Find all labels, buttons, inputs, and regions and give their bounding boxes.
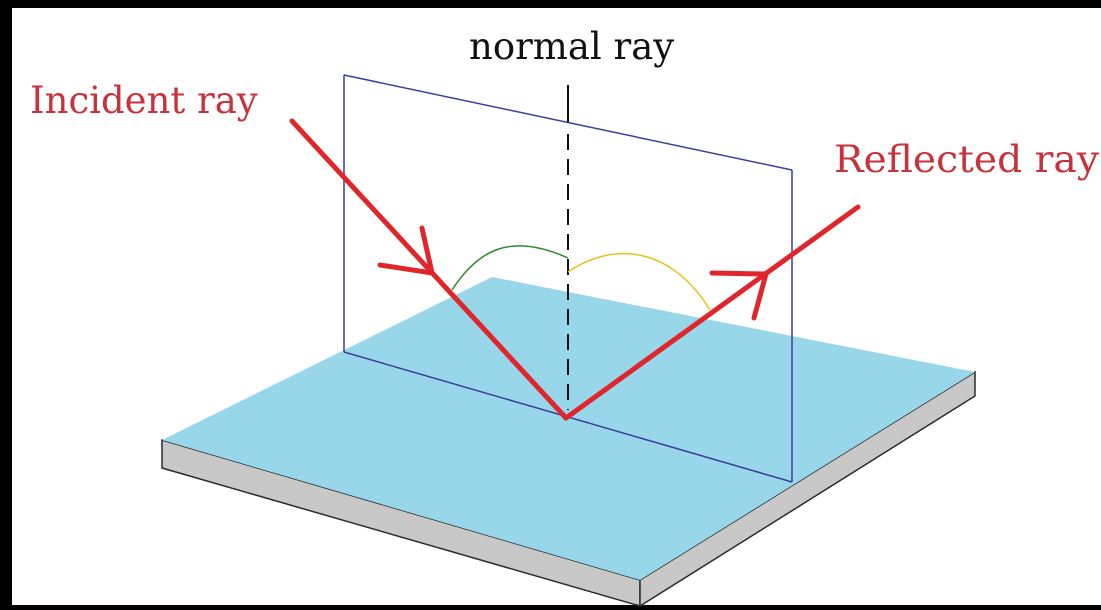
normal-ray-label: normal ray — [469, 25, 674, 68]
surface-top — [162, 277, 975, 580]
incident-ray — [289, 118, 569, 421]
angle-of-reflection-arc — [567, 252, 711, 311]
incident-arrowhead-icon — [377, 225, 436, 277]
reflected-ray-label: Reflected ray — [834, 138, 1099, 181]
reflecting-surface — [161, 277, 976, 608]
reflected-arrowhead-icon — [709, 270, 770, 321]
reflected-ray — [563, 204, 861, 421]
incident-ray-label: Incident ray — [30, 79, 258, 122]
angle-of-incidence-arc — [451, 245, 569, 291]
